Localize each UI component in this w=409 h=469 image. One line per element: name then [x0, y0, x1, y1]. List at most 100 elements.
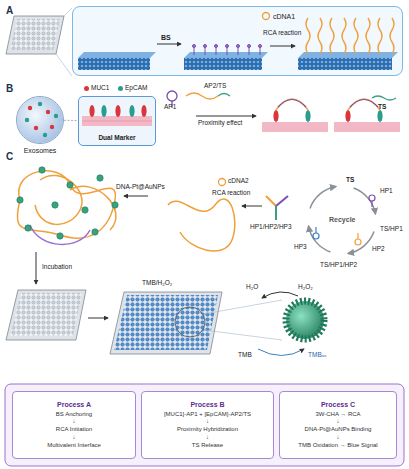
- nanoparticle: [52, 202, 58, 208]
- legend-swatch: [118, 86, 123, 91]
- process-arrow: [196, 116, 256, 117]
- process-step: [MUC1]-AP1 + [EpCAM]-AP2/TS: [164, 411, 251, 419]
- microplate: [110, 292, 222, 354]
- bs-probes: [193, 45, 262, 56]
- muc1-dot: [46, 110, 50, 114]
- muc1-protein: [345, 110, 350, 122]
- process-step: RCA Initiation: [56, 426, 92, 434]
- process-step: DNA-Pt@AuNPs Binding: [305, 426, 372, 434]
- annotation-label: AP1: [164, 104, 176, 111]
- epcam-protein: [129, 105, 134, 117]
- annotation-label: Recycle: [329, 216, 355, 223]
- node-label: RCA reaction: [263, 30, 301, 37]
- aptamer-probes: [167, 91, 230, 108]
- junction-arm: [266, 196, 276, 206]
- node-label: BS: [161, 34, 171, 41]
- process-heading: Process C: [321, 400, 355, 409]
- rca-strand: [318, 18, 322, 54]
- probe-head: [259, 45, 262, 48]
- process-arrow: [36, 252, 37, 284]
- zoom-line: [56, 8, 72, 76]
- membrane-patch: [82, 105, 152, 126]
- annotation-label: TMBₒₓ: [308, 352, 326, 359]
- muc1-dot: [50, 125, 54, 129]
- hairpin-loop: [369, 195, 375, 201]
- probe-head: [226, 45, 229, 48]
- dual-marker-fill: [78, 96, 156, 146]
- annotation-label: HP3: [294, 244, 307, 251]
- surface-front: [78, 58, 150, 70]
- hairpin-stem: [371, 201, 372, 207]
- annotation-label: RCA reaction: [212, 190, 250, 197]
- annotation-label: HP1: [380, 188, 393, 195]
- node-label: cDNA1: [273, 13, 295, 20]
- plate-wells: [10, 19, 60, 50]
- nanoparticle: [67, 182, 73, 188]
- exosome-markers: [25, 102, 58, 137]
- zoom-circle: [175, 307, 205, 337]
- hybrid-strand: [278, 100, 306, 108]
- annotation-label: H₂O: [246, 284, 258, 291]
- rca-product: [70, 186, 116, 230]
- process-box: Process C3W-CHA → RCA↓DNA-Pt@AuNPs Bindi…: [279, 391, 397, 459]
- nanoparticle: [82, 207, 88, 213]
- rca-strand: [378, 18, 382, 54]
- nanoparticle: [57, 233, 63, 239]
- surface-front: [184, 58, 262, 70]
- process-step: ↓: [206, 418, 209, 426]
- cycle-arc: [310, 187, 336, 209]
- probe-head: [204, 45, 207, 48]
- rca-strands: [306, 18, 394, 54]
- hybrid-strand: [350, 100, 378, 108]
- step-arrow: [157, 44, 181, 45]
- panel-letter: B: [6, 84, 13, 94]
- process-arrow: [242, 206, 262, 207]
- annotation-label: Incubation: [42, 264, 72, 271]
- process-step: ↓: [337, 434, 340, 442]
- legend-item: MUC1: [84, 85, 109, 92]
- reaction-arrow: [258, 349, 304, 356]
- plate-body: [6, 290, 86, 340]
- process-heading: Process B: [190, 400, 224, 409]
- probe-head: [237, 45, 240, 48]
- rca-strand: [354, 18, 358, 54]
- muc1-protein: [115, 105, 120, 117]
- muc1-protein: [273, 110, 278, 122]
- surface-top: [78, 52, 156, 58]
- surface-top: [298, 52, 398, 58]
- dna-network: [17, 171, 116, 245]
- nanoparticle: [112, 202, 118, 208]
- ap2-strand: [186, 93, 218, 99]
- microplate: [6, 16, 64, 54]
- muc1-protein: [89, 105, 94, 117]
- rca-strand: [330, 18, 334, 54]
- epcam-protein: [101, 105, 106, 117]
- hybrid-strand: [276, 99, 308, 110]
- annotation-label: HP1/HP2/HP3: [250, 224, 292, 231]
- ts-segment: [218, 94, 230, 97]
- process-panel: [5, 384, 404, 466]
- epcam-dot: [25, 118, 29, 122]
- zoom-connector: [64, 120, 78, 121]
- legend-swatch: [84, 86, 89, 91]
- legend-text: EpCAM: [125, 85, 147, 92]
- three-way-junction: [266, 196, 288, 220]
- junction-arm: [276, 196, 288, 206]
- process-step: TMB Oxidation → Blue Signal: [298, 442, 377, 450]
- exosome-circle: Exosomes: [16, 96, 64, 144]
- cycle-arc: [309, 226, 331, 252]
- cycle-arc: [354, 188, 376, 214]
- ap1-loop: [167, 91, 177, 101]
- nanoparticle: [97, 175, 103, 181]
- hybrid-strand: [348, 99, 380, 110]
- process-step: ↓: [206, 434, 209, 442]
- reaction-arrow: [262, 292, 298, 298]
- probe-head: [248, 45, 251, 48]
- zoom-fill: [72, 6, 403, 76]
- process-arrow: [124, 196, 148, 197]
- cycle-arc: [348, 232, 374, 254]
- annotation-label: TMB/H₂O₂: [142, 280, 172, 287]
- annotation-label: Proximity effect: [198, 120, 242, 127]
- hairpin-stem: [315, 227, 316, 233]
